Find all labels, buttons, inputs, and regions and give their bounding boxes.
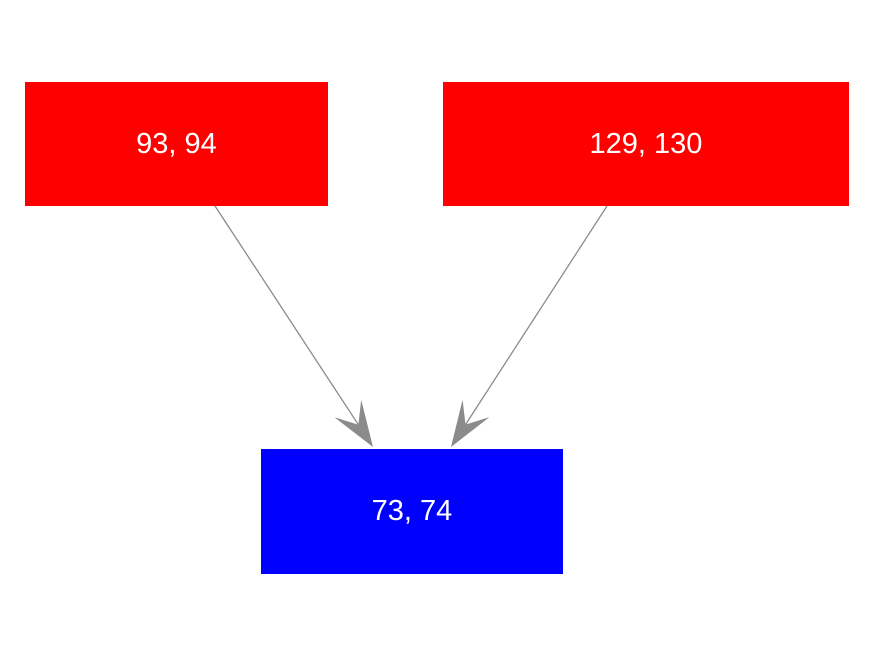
node-label: 129, 130 <box>589 127 703 160</box>
node-label: 93, 94 <box>136 127 217 160</box>
node-label: 73, 74 <box>371 495 453 527</box>
diagram-node-129-130: 129, 130 <box>443 82 849 206</box>
diagram-node-73-74: 73, 74 <box>261 449 563 574</box>
diagram-node-93-94: 93, 94 <box>25 82 328 206</box>
edge-line <box>464 205 608 425</box>
edge-arrowhead-icon <box>451 399 490 447</box>
edge-arrowhead-icon <box>334 399 373 447</box>
edge-line <box>214 205 359 426</box>
